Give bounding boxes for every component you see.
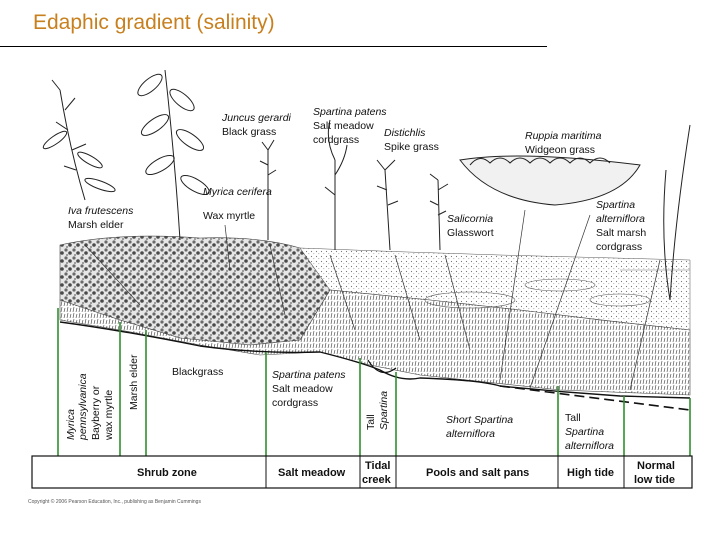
salt-pan-3 xyxy=(589,293,651,307)
leader-lines xyxy=(84,209,661,391)
distichlis-latin: Distichlis xyxy=(384,127,426,139)
slide-title: Edaphic gradient (salinity) xyxy=(33,11,275,34)
spartina-patens-icon xyxy=(324,119,348,250)
salt-pan-1 xyxy=(424,291,516,309)
copyright-notice: Copyright © 2006 Pearson Education, Inc.… xyxy=(28,499,201,505)
myrica-vert-3: Bayberry or xyxy=(90,385,102,440)
spartina-patens-inline-2: Salt meadow xyxy=(272,383,333,395)
zone-high-tide: High tide xyxy=(567,467,614,479)
short-spartina-1: Short Spartina xyxy=(446,414,513,426)
tall-spartina-alt-2: Spartina xyxy=(565,426,604,438)
salicornia-latin: Salicornia xyxy=(447,213,493,225)
tide-line xyxy=(499,385,691,411)
zone-normal-low-tide-2: low tide xyxy=(634,474,675,486)
tall-spartina-alt-1: Tall xyxy=(565,412,581,424)
marsh-landscape xyxy=(59,235,691,411)
zone-tidal-creek-2: creek xyxy=(362,474,392,486)
zone-salt-meadow: Salt meadow xyxy=(278,467,346,479)
shrub-band xyxy=(59,235,331,346)
zone-normal-low-tide-1: Normal xyxy=(637,460,675,472)
spartina-alt-latin-2: alterniflora xyxy=(596,213,645,225)
zone-pools: Pools and salt pans xyxy=(426,467,529,479)
short-spartina-2: alterniflora xyxy=(446,428,495,440)
spartina-patens-latin: Spartina patens xyxy=(313,106,387,118)
salicornia-common: Glasswort xyxy=(447,227,494,239)
ground-profile xyxy=(59,321,691,399)
distichlis-icon xyxy=(376,159,399,251)
salt-pan-2 xyxy=(524,278,596,292)
spartina-patens-inline-1: Spartina patens xyxy=(272,369,346,381)
iva-latin: Iva frutescens xyxy=(68,205,134,217)
myrica-common: Wax myrtle xyxy=(203,210,255,222)
iva-frutescens-icon xyxy=(42,79,116,201)
spartina-patens-common-1: Salt meadow xyxy=(313,120,374,132)
spartina-alt-latin-1: Spartina xyxy=(596,199,635,211)
myrica-latin: Myrica cerifera xyxy=(203,186,272,198)
juncus-common: Black grass xyxy=(222,126,276,138)
distichlis-common: Spike grass xyxy=(384,141,439,153)
spartina-patens-inline-3: cordgrass xyxy=(272,397,318,409)
tall-spartina-vert-2: Spartina xyxy=(378,391,390,430)
zone-tidal-creek-1: Tidal xyxy=(365,460,390,472)
salicornia-icon xyxy=(429,173,449,251)
tall-spartina-vert-1: Tall xyxy=(365,414,377,430)
myrica-cerifera-icon xyxy=(137,69,210,241)
blackgrass-label: Blackgrass xyxy=(172,366,223,378)
marsh-elder-vert: Marsh elder xyxy=(128,354,140,410)
ruppia-latin: Ruppia maritima xyxy=(525,130,602,142)
juncus-gerardi-icon xyxy=(259,139,277,240)
zone-bar: Shrub zone Salt meadow Tidal creek Pools… xyxy=(31,455,693,489)
spartina-alt-common-1: Salt marsh xyxy=(596,227,646,239)
ruppia-common: Widgeon grass xyxy=(525,144,595,156)
title-divider xyxy=(0,46,547,47)
juncus-latin: Juncus gerardi xyxy=(221,112,292,124)
myrica-vert-2: pennsylvanica xyxy=(77,373,89,441)
iva-common: Marsh elder xyxy=(68,219,124,231)
myrica-vert-1: Myrica xyxy=(65,409,77,440)
spartina-alterniflora-icon xyxy=(663,124,691,301)
zone-boundaries xyxy=(57,308,691,456)
inline-labels: Myrica pennsylvanica Bayberry or wax myr… xyxy=(65,354,614,452)
zone-shrub: Shrub zone xyxy=(137,467,197,479)
plant-illustrations xyxy=(42,69,691,301)
tall-spartina-alt-3: alterniflora xyxy=(565,440,614,452)
spartina-alt-common-2: cordgrass xyxy=(596,241,642,253)
tidal-creek xyxy=(367,359,397,374)
spartina-patens-common-2: cordgrass xyxy=(313,134,359,146)
plant-labels: Iva frutescens Marsh elder Juncus gerard… xyxy=(68,106,646,253)
myrica-vert-4: wax myrtle xyxy=(103,390,115,441)
ruppia-maritima-icon xyxy=(459,155,641,206)
